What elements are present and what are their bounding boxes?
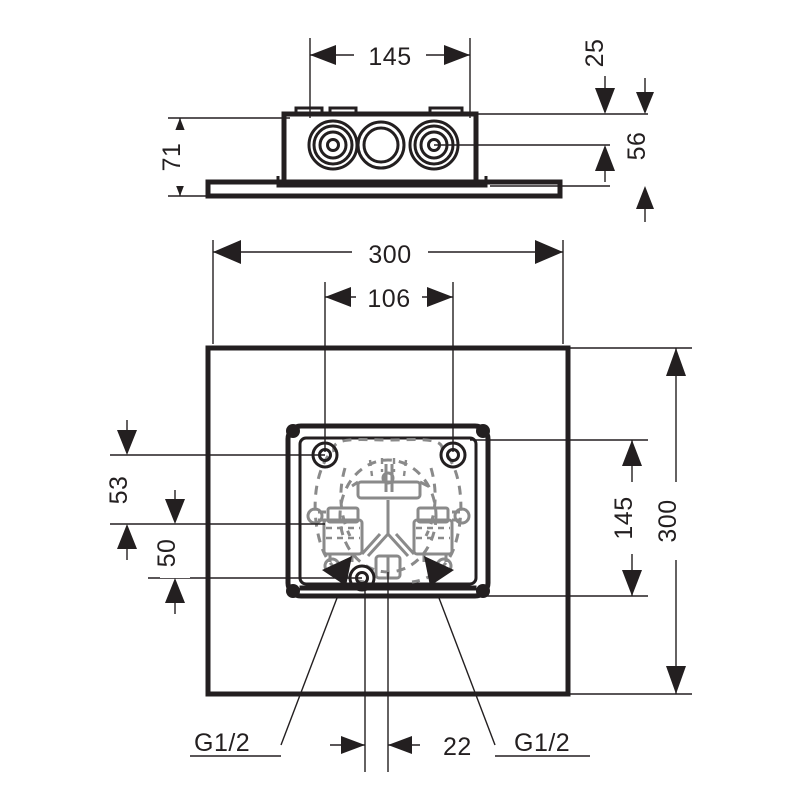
dimension-label-300-height: 300 bbox=[654, 499, 682, 542]
callout-g12-right: G1/2 bbox=[438, 597, 590, 757]
dimension-145-inner-height: 145 bbox=[470, 439, 648, 597]
callout-label-g12-right: G1/2 bbox=[514, 729, 570, 757]
dimension-label-145-inner-height: 145 bbox=[610, 496, 638, 539]
internal-mechanism-hidden-lines bbox=[306, 438, 471, 584]
dimension-300-width: 300 bbox=[212, 236, 564, 344]
dimension-label-25-offset: 25 bbox=[581, 39, 609, 68]
callout-label-g12-left: G1/2 bbox=[194, 729, 250, 757]
dimension-106-hole-spacing: 106 bbox=[324, 281, 454, 452]
front-view-group: 300 106 300 bbox=[105, 236, 692, 772]
dimension-300-height: 300 bbox=[568, 347, 692, 695]
side-view-group: 145 71 25 56 bbox=[158, 30, 660, 222]
left-valve-assembly bbox=[306, 506, 364, 575]
dimension-71-height: 71 bbox=[158, 117, 290, 197]
dimension-56-port-height: 56 bbox=[434, 118, 660, 222]
dimension-50-offset: 50 bbox=[148, 490, 362, 614]
dimension-label-22-center-offset: 22 bbox=[443, 733, 472, 761]
connection-arrow-right bbox=[424, 556, 454, 586]
dimension-label-106-hole-spacing: 106 bbox=[367, 285, 410, 313]
dimension-22-center-offset: 22 bbox=[330, 572, 472, 772]
side-view-body bbox=[276, 106, 488, 188]
dimension-25-offset: 25 bbox=[476, 30, 654, 115]
side-view-port-center bbox=[356, 120, 406, 170]
dimension-label-300-width: 300 bbox=[368, 241, 411, 269]
callout-g12-left: G1/2 bbox=[190, 597, 338, 757]
dimension-145-width: 145 bbox=[309, 38, 471, 118]
dimension-label-145-width: 145 bbox=[368, 43, 411, 71]
dimension-label-53-offset: 53 bbox=[105, 476, 133, 505]
dimension-label-50-offset: 50 bbox=[153, 539, 181, 568]
dimension-label-56-port-height: 56 bbox=[623, 132, 651, 161]
dimension-label-71-height: 71 bbox=[158, 143, 186, 172]
dimension-53-offset: 53 bbox=[105, 420, 325, 560]
right-valve-assembly bbox=[412, 506, 471, 575]
